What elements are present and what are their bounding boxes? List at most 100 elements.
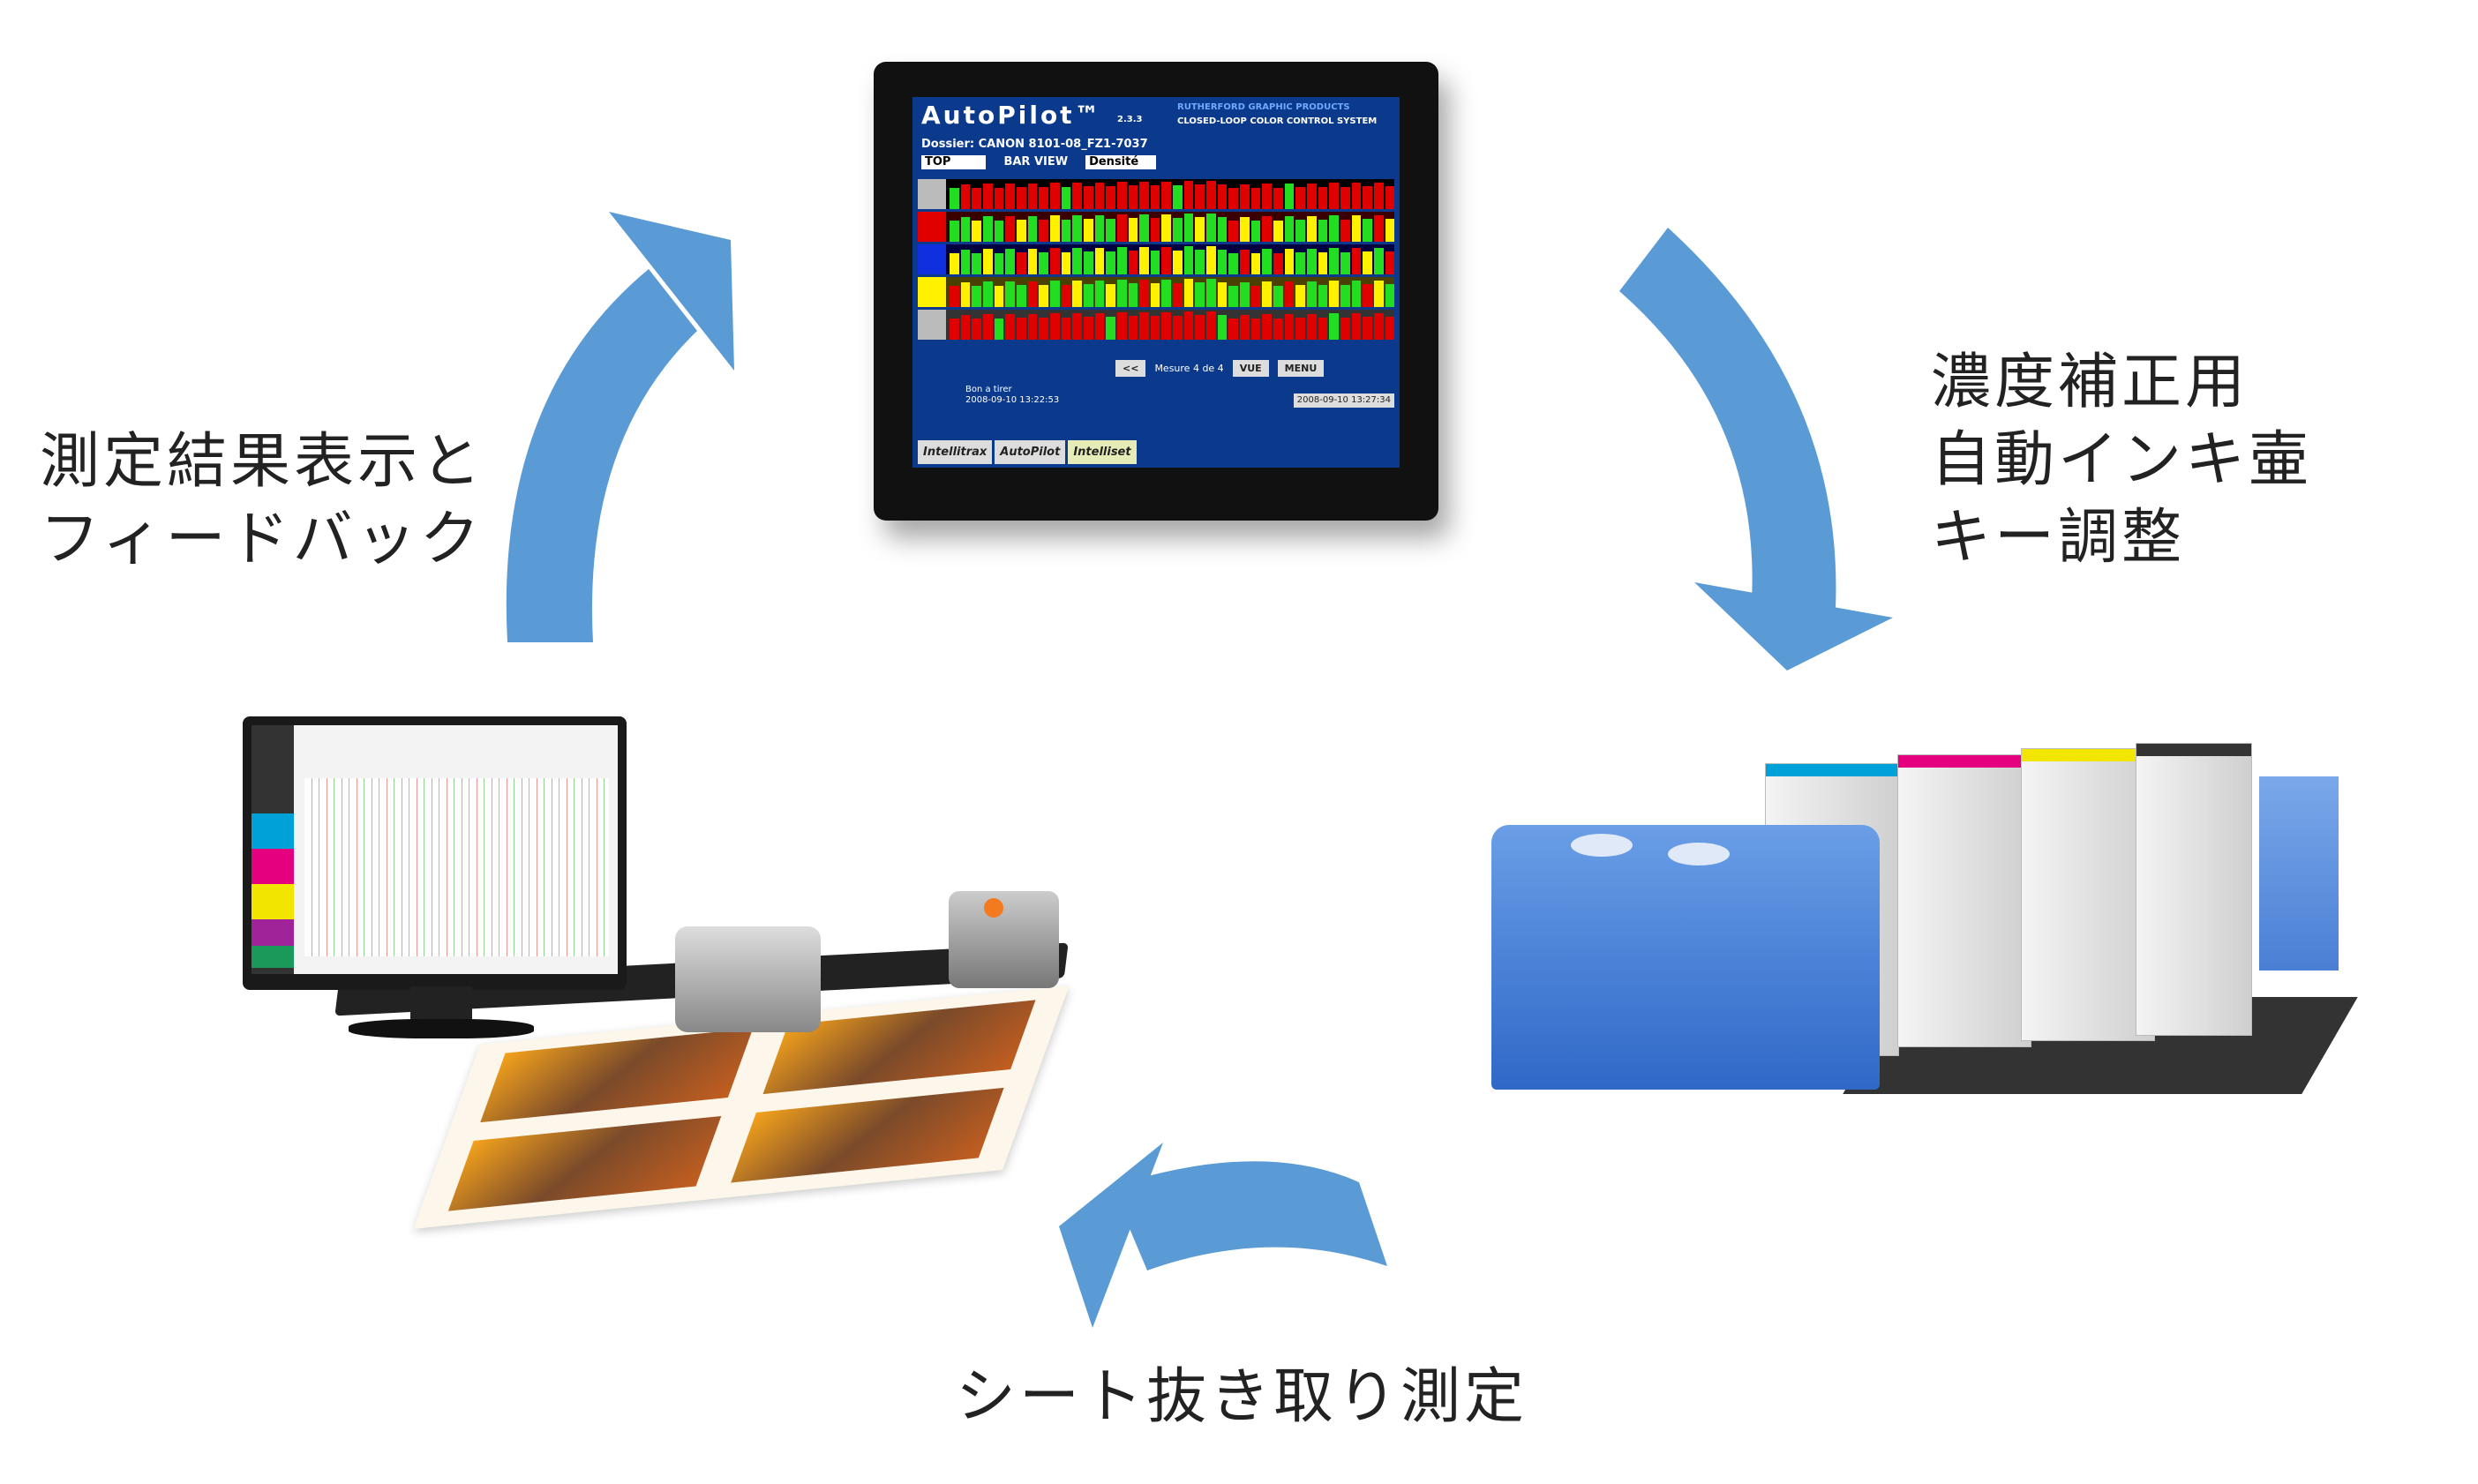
density-bar: [1228, 319, 1239, 340]
density-bar: [1128, 218, 1138, 242]
density-bar: [1049, 313, 1060, 340]
density-bar: [1351, 215, 1362, 242]
density-bar: [1340, 317, 1350, 340]
density-bar: [1228, 286, 1239, 307]
density-bar: [1273, 252, 1283, 274]
density-bar: [1318, 284, 1328, 307]
caption-sheet-measure: シート抜き取り測定: [956, 1362, 1528, 1432]
density-bar: [1049, 183, 1060, 209]
density-bar: [1128, 251, 1138, 274]
arrow-sheet-measure-head: [1059, 1143, 1163, 1328]
density-bar: [1027, 215, 1038, 242]
density-bar: [1116, 247, 1127, 274]
density-bar: [1116, 214, 1127, 242]
density-bar: [1072, 313, 1082, 340]
density-bar: [1049, 281, 1060, 307]
density-bar: [982, 249, 993, 274]
density-bar: [1284, 184, 1295, 209]
autopilot-version: 2.3.3: [1117, 115, 1143, 124]
density-bar: [1318, 317, 1328, 340]
density-bar: [1061, 219, 1071, 242]
density-bar: [1195, 184, 1205, 209]
press-unit-3: [2021, 748, 2155, 1041]
density-bar: [1049, 215, 1060, 242]
density-bar: [1240, 184, 1250, 209]
density-bar: [1217, 250, 1228, 274]
density-bar: [1072, 183, 1082, 209]
density-bar: [1161, 311, 1172, 340]
density-bar: [1139, 280, 1149, 307]
density-bar: [1173, 217, 1183, 242]
density-bar: [1295, 187, 1305, 209]
density-bar: [1173, 282, 1183, 307]
density-bar: [950, 221, 959, 242]
density-bar: [1005, 249, 1015, 274]
scanner-end-unit: [949, 891, 1059, 988]
density-bar: [1027, 248, 1038, 274]
density-bar: [1173, 184, 1183, 209]
density-bar: [1083, 317, 1093, 340]
density-bar: [1385, 283, 1395, 307]
density-bar: [1005, 216, 1015, 242]
menu-button: MENU: [1277, 360, 1325, 378]
bar-view-label: BAR VIEW: [1003, 155, 1069, 169]
density-bar: [1385, 185, 1395, 209]
density-bar: [994, 220, 1004, 242]
density-bar: [1106, 283, 1115, 307]
density-bar: [1183, 311, 1194, 340]
density-bar: [1083, 186, 1093, 209]
density-bar: [1106, 218, 1115, 242]
density-bar: [1262, 281, 1273, 307]
density-bar: [1250, 220, 1261, 242]
arrow-ink-key-head: [1694, 582, 1893, 671]
density-bar: [1228, 188, 1239, 209]
density-bar: [1195, 217, 1205, 242]
density-bar: [1161, 279, 1172, 307]
density-bar: [982, 184, 993, 209]
density-bar: [1039, 219, 1048, 242]
density-bar: [1016, 220, 1026, 242]
density-bar: [1363, 186, 1372, 209]
autopilot-screen: AutoPilot™ 2.3.3 RUTHERFORD GRAPHIC PROD…: [912, 97, 1400, 468]
density-bar: [1049, 248, 1060, 274]
density-bar: [972, 252, 981, 274]
density-bar: [994, 318, 1004, 340]
density-bar: [1039, 317, 1048, 340]
density-bar: [1183, 214, 1194, 242]
density-bar: [1195, 315, 1205, 340]
density-bar: [1329, 248, 1339, 274]
density-bar: [1116, 182, 1127, 209]
density-bar: [1373, 312, 1384, 340]
density-bar: [1363, 219, 1372, 242]
density-bar: [1083, 284, 1093, 307]
density-bar: [1250, 187, 1261, 209]
density-bar: [1307, 215, 1317, 242]
density-bar: [1183, 279, 1194, 307]
density-bar: [1061, 317, 1071, 340]
density-bar: [1250, 318, 1261, 340]
density-bar: [1284, 249, 1295, 274]
density-bar: [1005, 281, 1015, 307]
press-unit-4: [2136, 743, 2252, 1036]
density-bar: [1150, 251, 1160, 274]
density-bar: [1340, 284, 1350, 307]
density-bar: [950, 319, 959, 340]
tab-intelliset: Intelliset: [1068, 440, 1137, 464]
caption-feedback: 測定結果表示と フィードバック: [40, 427, 485, 574]
tab-autopilot: AutoPilot: [995, 440, 1066, 464]
density-bar: [1262, 314, 1273, 340]
density-bar: [1329, 215, 1339, 242]
autopilot-tablet: AutoPilot™ 2.3.3 RUTHERFORD GRAPHIC PROD…: [874, 62, 1438, 521]
monitor-base: [349, 1019, 534, 1038]
density-bar: [1250, 252, 1261, 274]
density-bar: [1195, 282, 1205, 307]
density-bar: [1106, 185, 1115, 209]
density-bar: [1173, 250, 1183, 274]
density-bar: [960, 184, 971, 209]
density-bar: [1061, 251, 1071, 274]
density-bar: [1262, 249, 1273, 274]
density-bar: [950, 253, 959, 274]
press-feeder: [1491, 825, 1880, 1090]
density-bar: [1373, 280, 1384, 307]
density-bar: [1307, 313, 1317, 340]
